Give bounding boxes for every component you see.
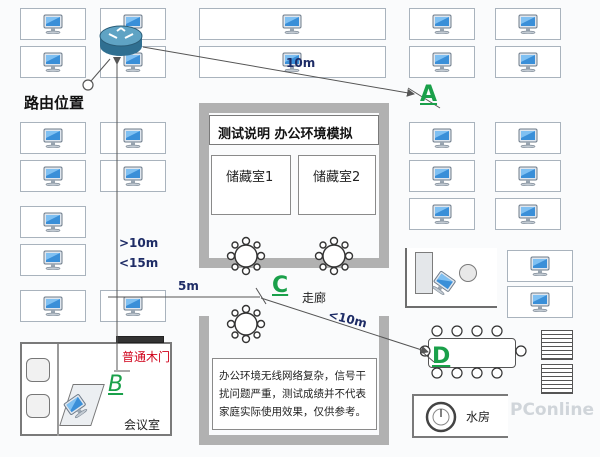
water-room: 水房 (412, 394, 508, 438)
desk (409, 160, 475, 192)
desk (507, 286, 573, 318)
desk (20, 46, 86, 78)
router-pointer (82, 58, 111, 91)
desk (100, 122, 166, 154)
note-box: 办公环境无线网络复杂，信号干扰问题严重，测试成绩并不代表家庭实际使用效果，仅供参… (212, 358, 377, 430)
distance-b-to-c: 5m (178, 279, 199, 293)
desk (20, 290, 86, 322)
test-point-b: B (108, 372, 124, 397)
desk (100, 160, 166, 192)
round-table-top-right (314, 236, 354, 276)
test-point-c: C (272, 273, 289, 298)
cabinet (541, 330, 573, 360)
router-icon (99, 25, 143, 56)
desk (20, 206, 86, 238)
storage-room-1: 储藏室1 (211, 155, 291, 215)
storage-room-1-label: 储藏室1 (226, 170, 274, 185)
desk (495, 160, 561, 192)
chair-icon (459, 264, 477, 282)
note-text: 办公环境无线网络复杂，信号干扰问题严重，测试成绩并不代表家庭实际使用效果，仅供参… (219, 370, 366, 418)
chair-icon (26, 358, 50, 382)
desk (20, 122, 86, 154)
desk (409, 198, 475, 230)
desk (409, 8, 475, 40)
meeting-room-label: 会议室 (124, 418, 161, 432)
door-label: 普通木门 (122, 350, 171, 364)
page-title: 测试说明 办公环境模拟 (218, 127, 353, 142)
water-dispenser-icon (425, 401, 457, 433)
long-desk (199, 8, 386, 40)
desk (20, 160, 86, 192)
distance-router-to-b-min: >10m (119, 236, 159, 250)
test-point-a: A (420, 82, 438, 107)
title-box: 测试说明 办公环境模拟 (209, 115, 379, 145)
desk (495, 8, 561, 40)
distance-router-to-a: 10m (286, 56, 316, 70)
desk (409, 122, 475, 154)
cabinet (541, 364, 573, 394)
test-point-d: D (432, 344, 451, 369)
watermark: PConline (510, 400, 595, 420)
storage-room-2-label: 储藏室2 (313, 170, 361, 185)
round-table-top-left (226, 236, 266, 276)
desk (100, 290, 166, 322)
distance-router-to-b-max: <15m (119, 256, 159, 270)
storage-room-2: 储藏室2 (298, 155, 376, 215)
office-desk (415, 252, 433, 294)
desk (495, 122, 561, 154)
desk (507, 250, 573, 282)
water-room-label: 水房 (466, 410, 491, 424)
desk (20, 8, 86, 40)
conference-table (428, 338, 516, 368)
desk (20, 244, 86, 276)
partition (57, 344, 59, 436)
office-cubicle (405, 248, 497, 308)
chair-icon (26, 394, 50, 418)
meeting-room: 会议室 (20, 342, 172, 436)
desk (495, 46, 561, 78)
round-table-bottom (226, 304, 266, 344)
corridor-label: 走廊 (302, 291, 327, 305)
router-position-label: 路由位置 (24, 94, 85, 112)
desk (495, 198, 561, 230)
desk (409, 46, 475, 78)
